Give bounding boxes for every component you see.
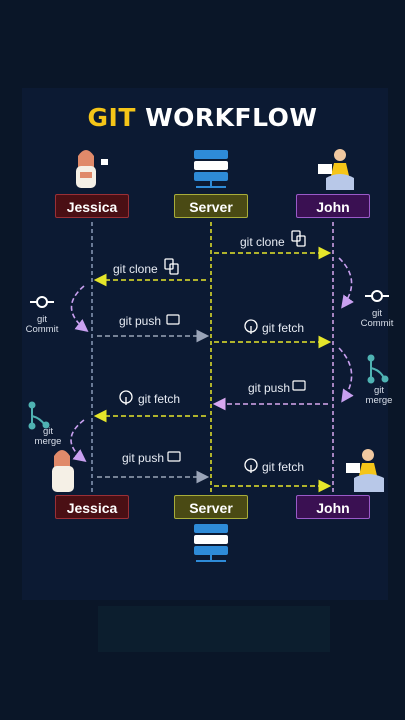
step-label-fetch-john-2: git fetch: [262, 460, 305, 474]
page-title: GIT WORKFLOW: [0, 103, 405, 132]
actor-server-bottom: Server: [174, 495, 248, 519]
note-right-commit-line1: git: [371, 308, 383, 319]
copy-icon: [164, 230, 306, 275]
title-workflow: WORKFLOW: [145, 103, 318, 132]
curve-left-merge: [70, 419, 87, 462]
server-icon-bottom: [194, 524, 228, 562]
server-icon-top: [194, 150, 228, 188]
note-left-merge: git merge: [26, 427, 70, 447]
step-label-clone-jessica: git clone: [113, 262, 158, 276]
jessica-avatar-bottom: [52, 450, 74, 492]
merge-icon-left: [28, 401, 50, 430]
step-label-fetch-jessica: git fetch: [138, 392, 181, 406]
step-label-fetch-john-1: git fetch: [262, 321, 305, 335]
step-label-push-jessica-2: git push: [122, 451, 165, 465]
cloud-icon: [119, 319, 258, 473]
terminal-icon: [166, 314, 306, 462]
john-avatar-top: [318, 149, 354, 190]
curve-right-merge: [338, 347, 354, 403]
note-left-commit: git Commit: [20, 315, 64, 335]
note-right-merge-line2: merge: [365, 395, 393, 406]
step-label-push-jessica-1: git push: [119, 314, 162, 328]
note-right-commit: git Commit: [355, 309, 399, 329]
actor-john-top: John: [296, 194, 370, 218]
note-right-merge: git merge: [357, 386, 401, 406]
jessica-avatar-top: [76, 150, 108, 188]
note-right-commit-line2: Commit: [360, 318, 394, 329]
note-left-merge-line1: git: [42, 426, 54, 437]
john-avatar-bottom: [346, 449, 384, 492]
actor-jessica-top: Jessica: [55, 194, 129, 218]
note-left-commit-line2: Commit: [25, 324, 59, 335]
note-right-merge-line1: git: [373, 385, 385, 396]
actor-server-top: Server: [174, 194, 248, 218]
commit-icon-left: [30, 296, 54, 308]
footer-panel: [98, 606, 330, 652]
curve-right-commit: [338, 257, 354, 309]
title-git: GIT: [87, 103, 136, 132]
actor-john-bottom: John: [296, 495, 370, 519]
actor-jessica-bottom: Jessica: [55, 495, 129, 519]
note-left-commit-line1: git: [36, 314, 48, 325]
merge-icon-right: [367, 354, 389, 384]
step-label-clone-john: git clone: [240, 235, 285, 249]
note-left-merge-line2: merge: [34, 436, 62, 447]
commit-icon-right: [365, 290, 389, 302]
curve-left-commit: [70, 285, 89, 332]
step-label-push-john: git push: [248, 381, 291, 395]
